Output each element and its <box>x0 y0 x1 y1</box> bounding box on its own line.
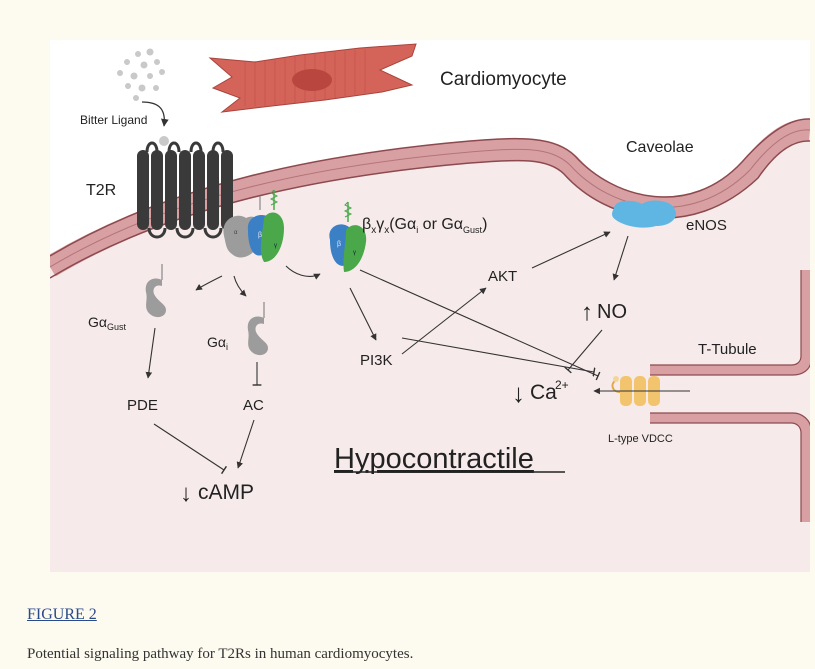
camp-level-label: ↓ cAMP <box>180 480 254 507</box>
g-alpha-gust-label: GαGust <box>88 314 126 332</box>
svg-text:↓: ↓ <box>180 480 192 507</box>
pathway-arrows <box>145 231 690 475</box>
g-alpha-i-label: Gαi <box>207 334 228 352</box>
t2r-receptor-icon <box>137 141 245 250</box>
bitter-ligand-icon <box>117 48 165 101</box>
svg-text:cAMP: cAMP <box>198 481 254 504</box>
svg-text:α: α <box>234 230 238 236</box>
svg-text:β: β <box>337 241 341 248</box>
calcium-level-label: ↓ Ca 2+ <box>512 378 569 408</box>
diagram-panel: Bitter Ligand Cardiomyocyte T <box>50 40 810 572</box>
svg-text:2+: 2+ <box>555 378 569 392</box>
svg-text:Ca: Ca <box>530 381 557 404</box>
figure-caption: Potential signaling pathway for T2Rs in … <box>27 646 414 662</box>
g-protein-heterotrimer-icon: α β γ <box>223 189 284 262</box>
enos-label: eNOS <box>686 217 727 234</box>
t2r-label: T2R <box>86 182 116 199</box>
figure-link[interactable]: FIGURE 2 <box>27 606 97 623</box>
enos-icon <box>612 200 676 228</box>
l-type-vdcc-label: L-type VDCC <box>608 433 673 445</box>
caveolae-label: Caveolae <box>626 139 694 156</box>
beta-gamma-label: βxγx(Gαi or GαGust) <box>362 216 487 236</box>
svg-text:↑: ↑ <box>581 299 593 326</box>
g-alpha-i-icon <box>247 302 268 356</box>
cardiomyocyte-label: Cardiomyocyte <box>440 69 567 90</box>
t-tubule-label: T-Tubule <box>698 341 757 358</box>
pi3k-label: PI3K <box>360 352 393 369</box>
svg-text:γ: γ <box>353 250 356 256</box>
akt-label: AKT <box>488 268 517 285</box>
bitter-ligand-label: Bitter Ligand <box>80 113 147 127</box>
svg-text:NO: NO <box>597 301 627 323</box>
pde-label: PDE <box>127 397 158 414</box>
svg-text:γ: γ <box>274 243 277 249</box>
hypocontractile-label: Hypocontractile <box>334 443 534 475</box>
no-level-label: ↑ NO <box>581 299 627 326</box>
ac-label: AC <box>243 397 264 414</box>
g-alpha-gust-icon <box>145 264 166 318</box>
svg-text:↓: ↓ <box>512 378 525 408</box>
ligand-binding-arrow <box>141 101 169 127</box>
g-beta-gamma-icon: β γ <box>329 201 367 272</box>
cardiomyocyte-cell-icon <box>208 43 417 113</box>
t-tubule <box>650 270 810 522</box>
bound-ligand-icon <box>159 136 169 146</box>
svg-text:β: β <box>258 232 262 239</box>
